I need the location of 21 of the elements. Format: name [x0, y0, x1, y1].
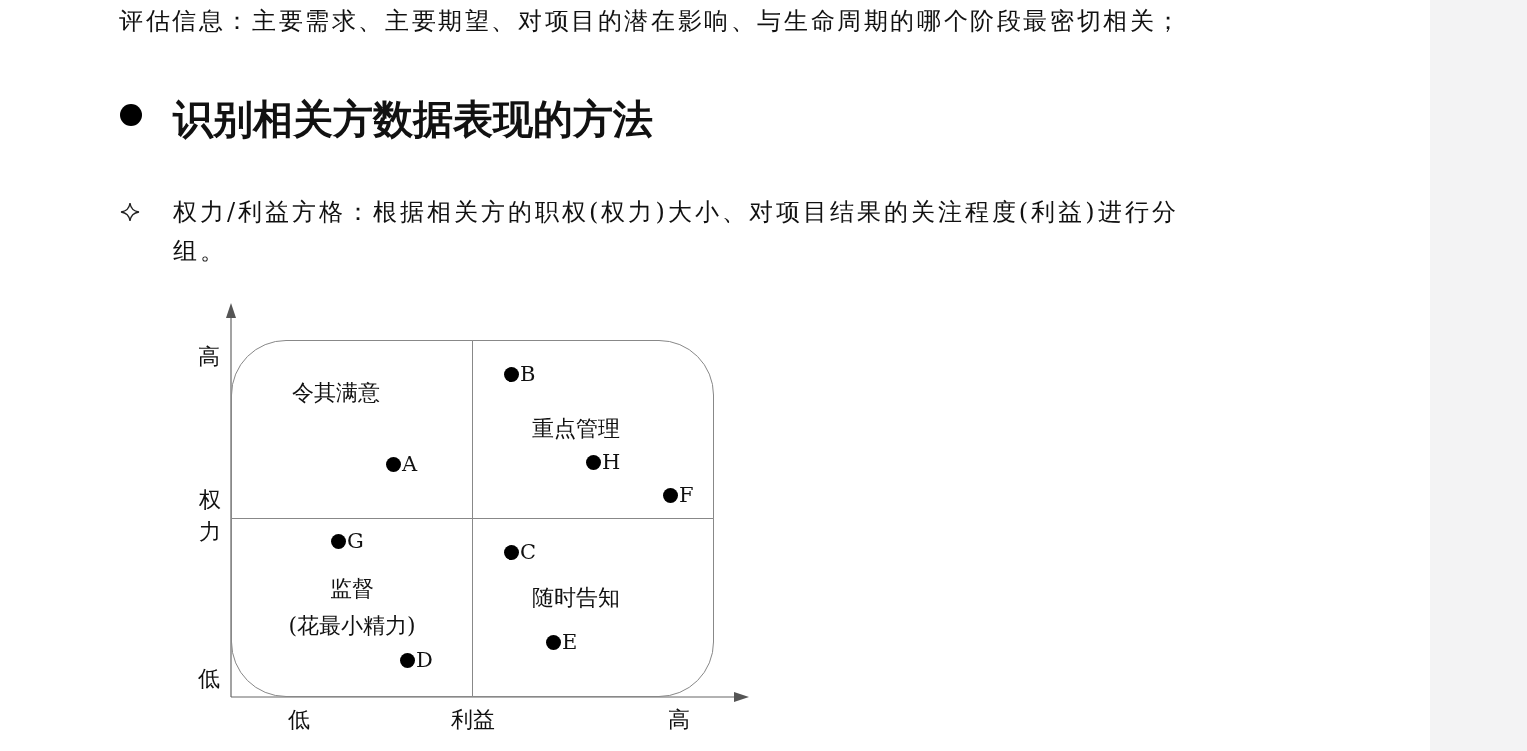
axis-label: 低 [198, 665, 220, 693]
paragraph: 权力/利益方格：根据相关方的职权(权力)大小、对项目结果的关注程度(利益)进行分组。 [173, 197, 1180, 267]
section-heading: 识别相关方数据表现的方法 [173, 95, 653, 144]
quadrant-label: 随时告知 [532, 583, 620, 612]
axis-label: 利益 [451, 706, 495, 734]
quadrant-label: 令其满意 [292, 378, 380, 407]
paragraph: 评估信息：主要需求、主要期望、对项目的潜在影响、与生命周期的哪个阶段最密切相关； [119, 6, 1183, 37]
axis-label: 权力 [198, 486, 222, 546]
data-point: D [400, 649, 433, 671]
axis-label: 高 [198, 343, 220, 371]
data-point: E [546, 631, 578, 653]
data-point: C [504, 541, 537, 563]
data-point: A [386, 453, 418, 475]
axis-label: 高 [668, 706, 690, 734]
axis-label: 低 [288, 706, 310, 734]
data-point: H [586, 451, 621, 473]
data-point: F [663, 484, 694, 506]
data-point: B [504, 363, 536, 385]
quadrant-label: 监督 (花最小精力) [288, 575, 416, 640]
data-point: G [331, 530, 364, 552]
quadrant-label: 重点管理 [532, 414, 620, 443]
